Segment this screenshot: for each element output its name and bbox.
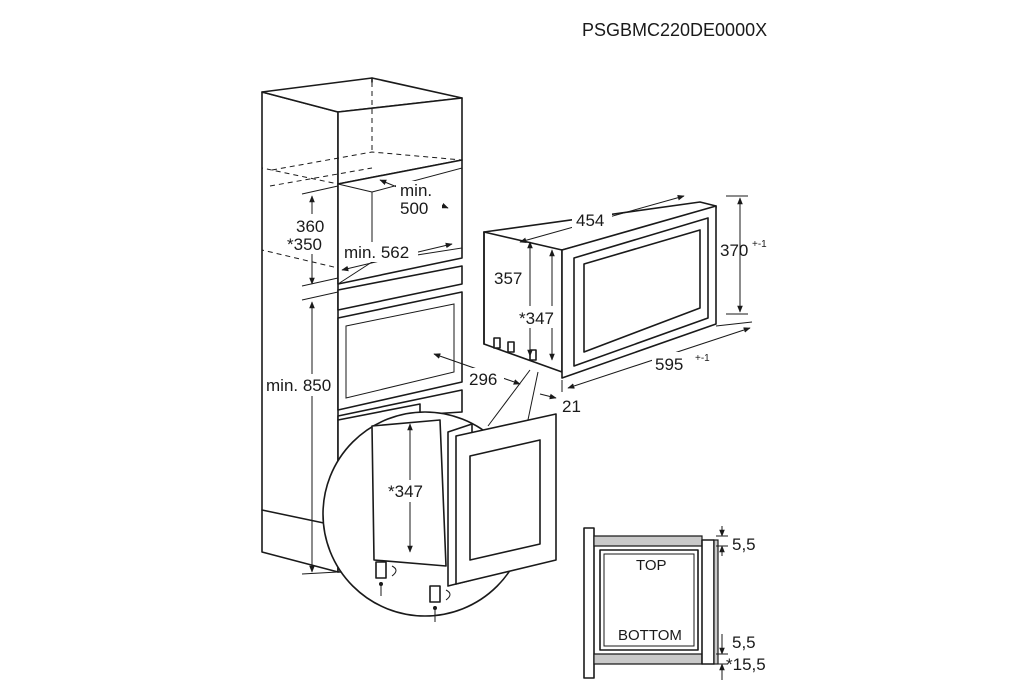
device-width-value: 454 bbox=[576, 211, 604, 230]
dim-min-500: min. 500 bbox=[379, 179, 449, 218]
section-appliance bbox=[599, 549, 699, 651]
device-height-tolerance: +-1 bbox=[752, 239, 767, 250]
dim-357: 357 *347 bbox=[490, 241, 560, 361]
front-width-tolerance: +-1 bbox=[695, 353, 710, 364]
oven-top-strip bbox=[337, 265, 463, 311]
model-code: PSGBMC220DE0000X bbox=[582, 20, 767, 40]
screw-left-icon bbox=[379, 582, 383, 586]
dim-niche-height: 360 *350 bbox=[287, 185, 339, 287]
gap-top-value: 5,5 bbox=[732, 535, 756, 554]
detail-height-value: *347 bbox=[388, 482, 423, 501]
section-top-rail bbox=[593, 535, 703, 547]
device-depth-value: 296 bbox=[469, 370, 497, 389]
gap-bottom-value: 5,5 bbox=[732, 633, 756, 652]
section-bottom-rail bbox=[593, 653, 703, 665]
section-appliance-inner bbox=[603, 553, 695, 647]
niche-height-alt-value: *350 bbox=[287, 235, 322, 254]
niche-min-depth-value: min. 562 bbox=[344, 243, 409, 262]
device-body-height-star-value: *347 bbox=[519, 309, 554, 328]
screw-right-icon bbox=[433, 606, 437, 610]
device-height-value: 370 bbox=[720, 241, 748, 260]
section-bottom-label: BOTTOM bbox=[618, 627, 682, 644]
section-side-panel bbox=[583, 527, 595, 679]
niche-min-width-value: 500 bbox=[400, 199, 428, 218]
front-width-value: 595 bbox=[655, 355, 683, 374]
column-min-height-value: min. 850 bbox=[266, 376, 331, 395]
dim-min-850: min. 850 bbox=[264, 291, 339, 575]
detail-zoom: *347 bbox=[322, 369, 557, 622]
dim-595: 595 +-1 bbox=[561, 321, 753, 392]
oven-door bbox=[337, 291, 463, 411]
dim-296: 296 bbox=[433, 353, 521, 390]
niche-min-width-label: min. bbox=[400, 181, 432, 200]
detail-front-panel bbox=[455, 413, 557, 585]
section-view: TOP BOTTOM 5,5 5,5 *15,5 bbox=[583, 526, 766, 680]
device-foot-left bbox=[493, 337, 501, 349]
device-foot-right bbox=[529, 349, 537, 361]
dim-454: 454 bbox=[519, 195, 685, 243]
bracket-left bbox=[375, 561, 387, 579]
section-top-label: TOP bbox=[636, 557, 667, 574]
dim-370: 370 +-1 bbox=[720, 195, 767, 315]
section-front-frame bbox=[701, 539, 715, 665]
gap-bottom-alt-value: *15,5 bbox=[726, 655, 766, 674]
dim-min-562: min. 562 bbox=[341, 242, 453, 272]
device-body-height-value: 357 bbox=[494, 269, 522, 288]
section-front-bezel bbox=[713, 539, 719, 665]
bracket-right bbox=[429, 585, 441, 603]
dim-21: 21 bbox=[539, 393, 581, 416]
niche-height-value: 360 bbox=[296, 217, 324, 236]
niche-back bbox=[371, 167, 463, 263]
detail-window bbox=[469, 439, 541, 561]
device-foot-mid bbox=[507, 341, 515, 353]
frame-thickness-value: 21 bbox=[562, 397, 581, 416]
